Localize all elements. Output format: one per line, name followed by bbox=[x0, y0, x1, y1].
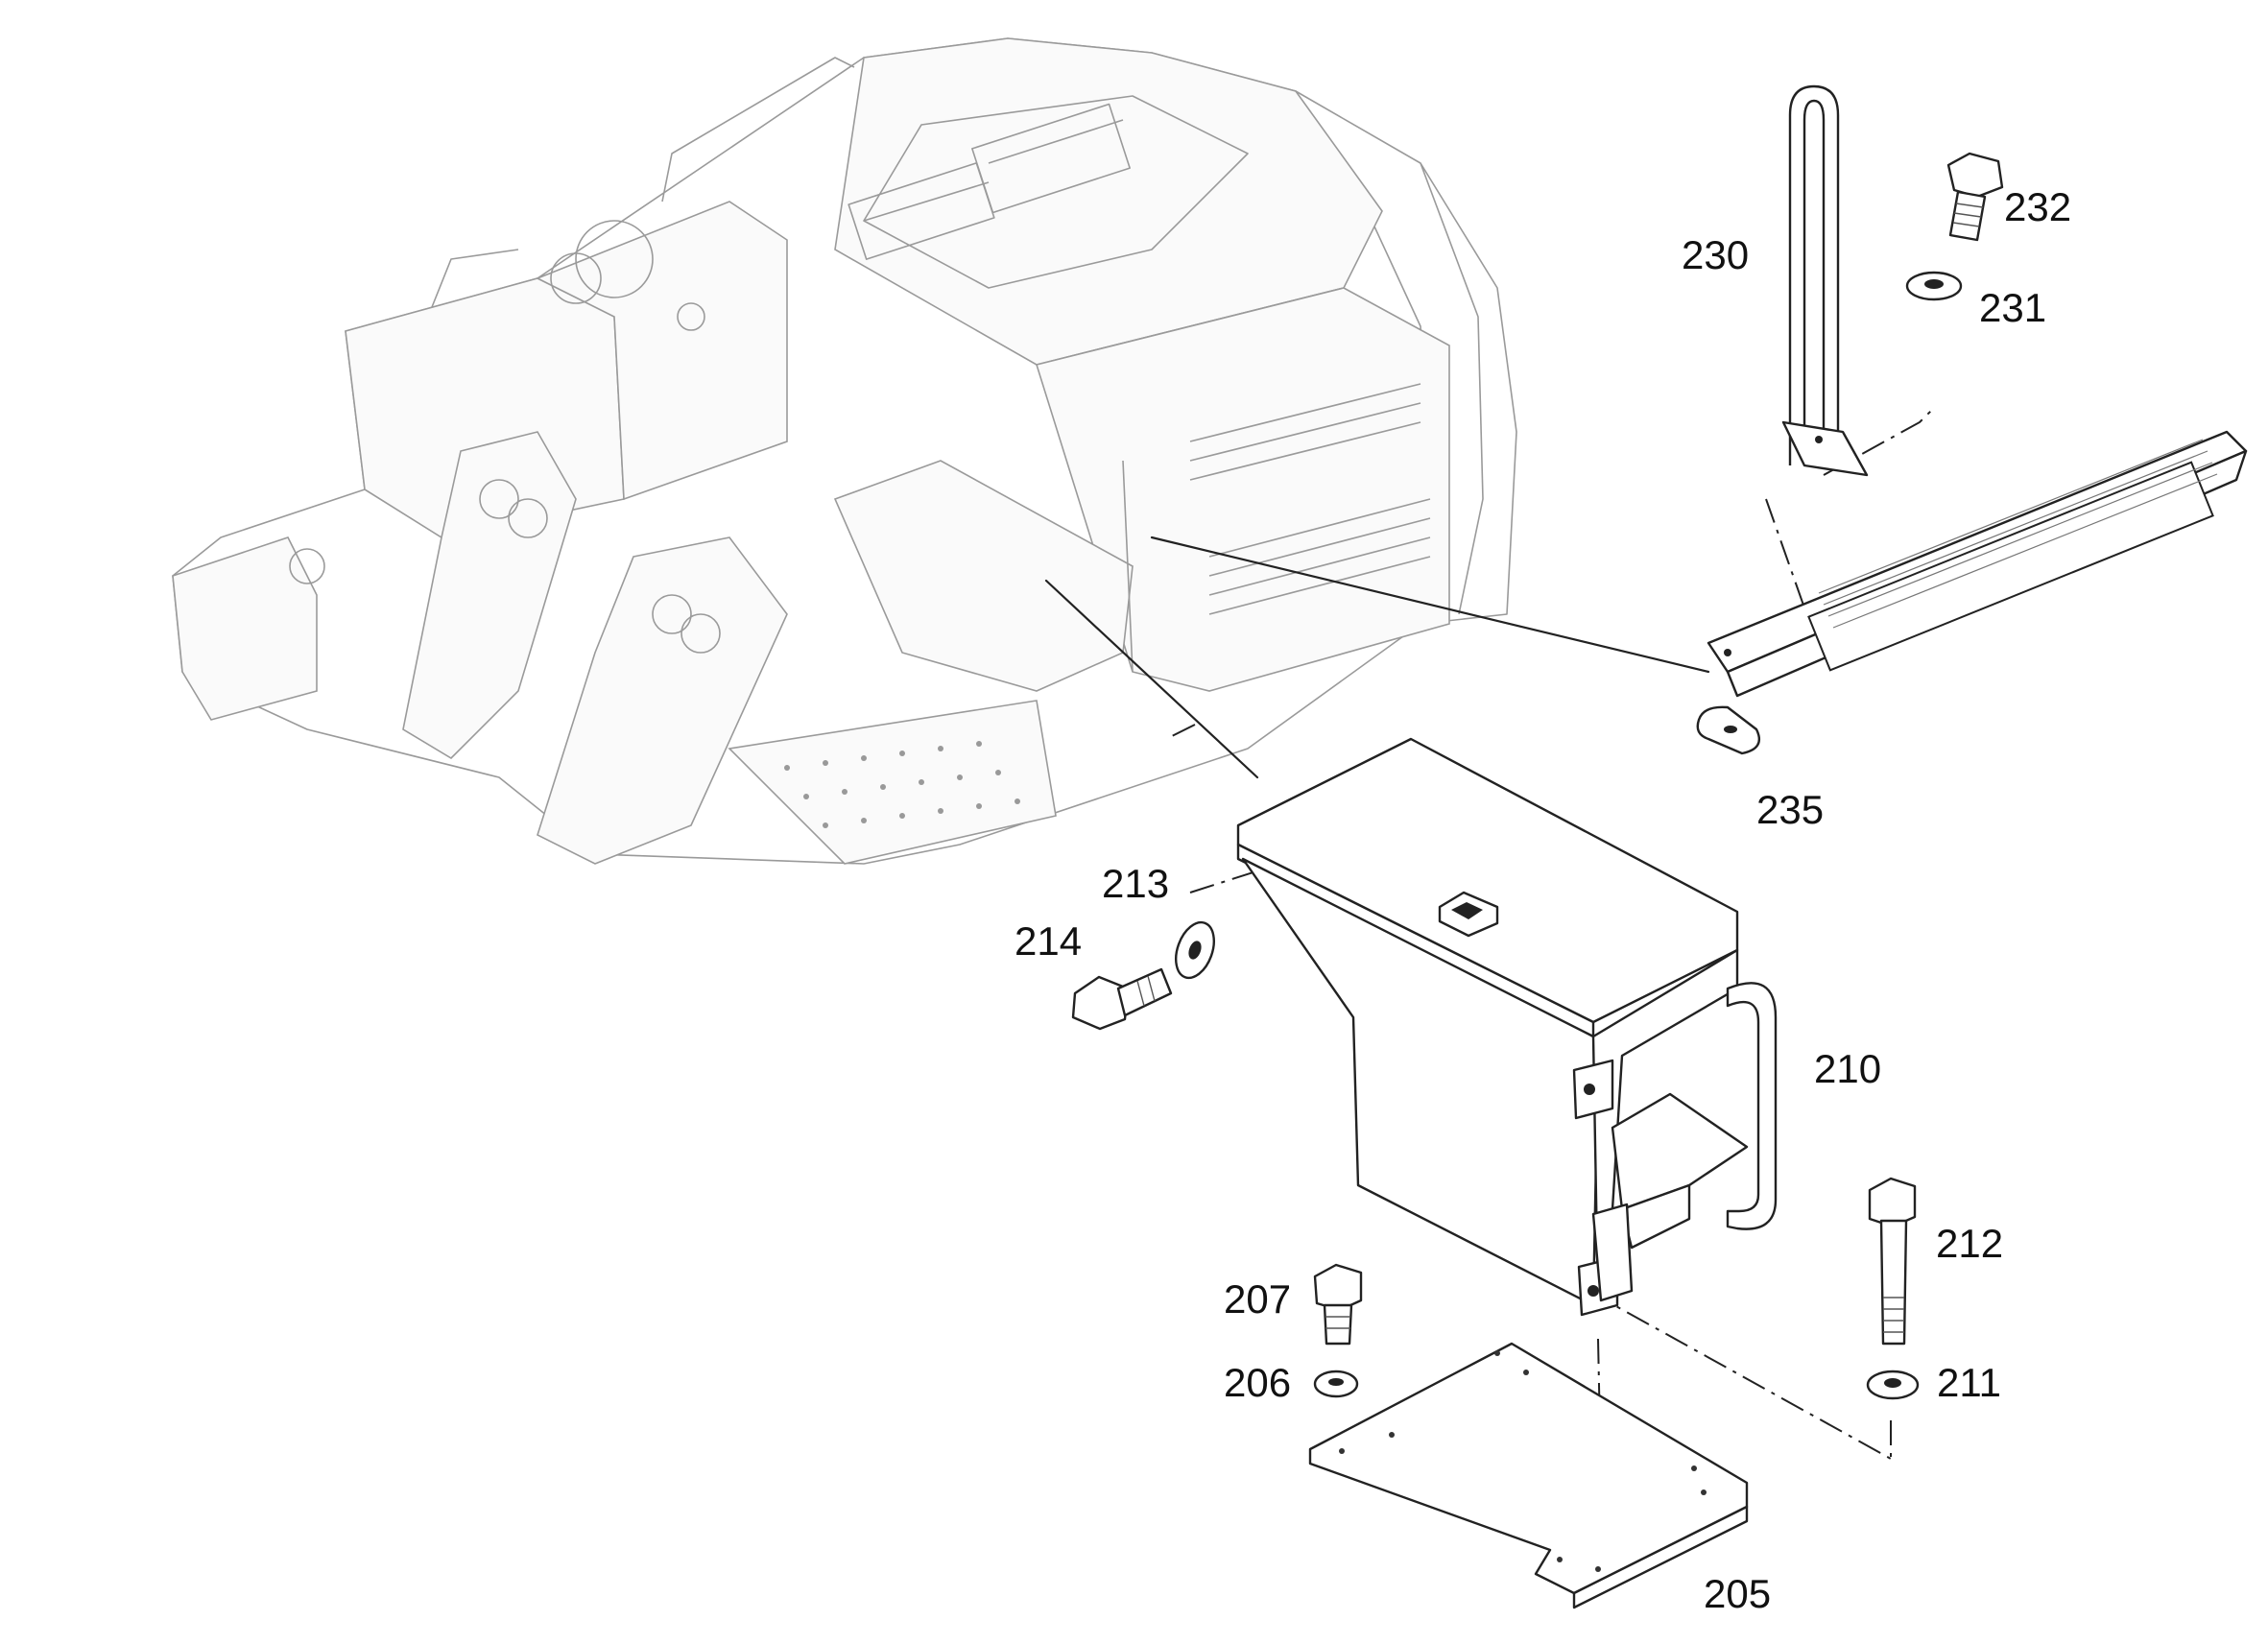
step-plate-mesh bbox=[1818, 439, 2218, 629]
callout-212: 212 bbox=[1936, 1221, 2003, 1266]
washer-213 bbox=[1175, 920, 1215, 980]
callout-210: 210 bbox=[1814, 1046, 1881, 1091]
roof-vent-grille bbox=[848, 103, 1131, 260]
callout-206: 206 bbox=[1224, 1360, 1291, 1405]
callout-213: 213 bbox=[1102, 861, 1169, 906]
bolt-212 bbox=[1868, 1177, 1917, 1346]
excavator-upper-frame bbox=[172, 37, 1517, 865]
side-vent-grille bbox=[1189, 383, 1431, 615]
washer-231 bbox=[1905, 271, 1963, 301]
callout-205: 205 bbox=[1704, 1571, 1771, 1616]
step-plate bbox=[1707, 430, 2248, 698]
bolt-232 bbox=[1946, 152, 2004, 242]
bracket-205 bbox=[1308, 1342, 1749, 1609]
nut-plate-235 bbox=[1696, 705, 1761, 755]
bolt-207 bbox=[1313, 1263, 1363, 1346]
callout-211: 211 bbox=[1937, 1360, 2001, 1405]
bolt-214 bbox=[1071, 967, 1173, 1031]
callout-207: 207 bbox=[1224, 1276, 1291, 1322]
callout-labels: 230 232 231 235 213 214 210 212 207 206 … bbox=[1015, 184, 2071, 1616]
callout-232: 232 bbox=[2004, 184, 2071, 229]
floor-plate-holes bbox=[784, 741, 1020, 828]
callout-230: 230 bbox=[1682, 232, 1749, 277]
callout-235: 235 bbox=[1756, 787, 1824, 832]
callout-231: 231 bbox=[1979, 285, 2046, 330]
toolbox-210 bbox=[1236, 737, 1778, 1317]
washer-211 bbox=[1866, 1370, 1920, 1400]
handrail-230 bbox=[1781, 84, 1869, 477]
washer-206 bbox=[1313, 1370, 1359, 1398]
callout-214: 214 bbox=[1015, 918, 1082, 964]
